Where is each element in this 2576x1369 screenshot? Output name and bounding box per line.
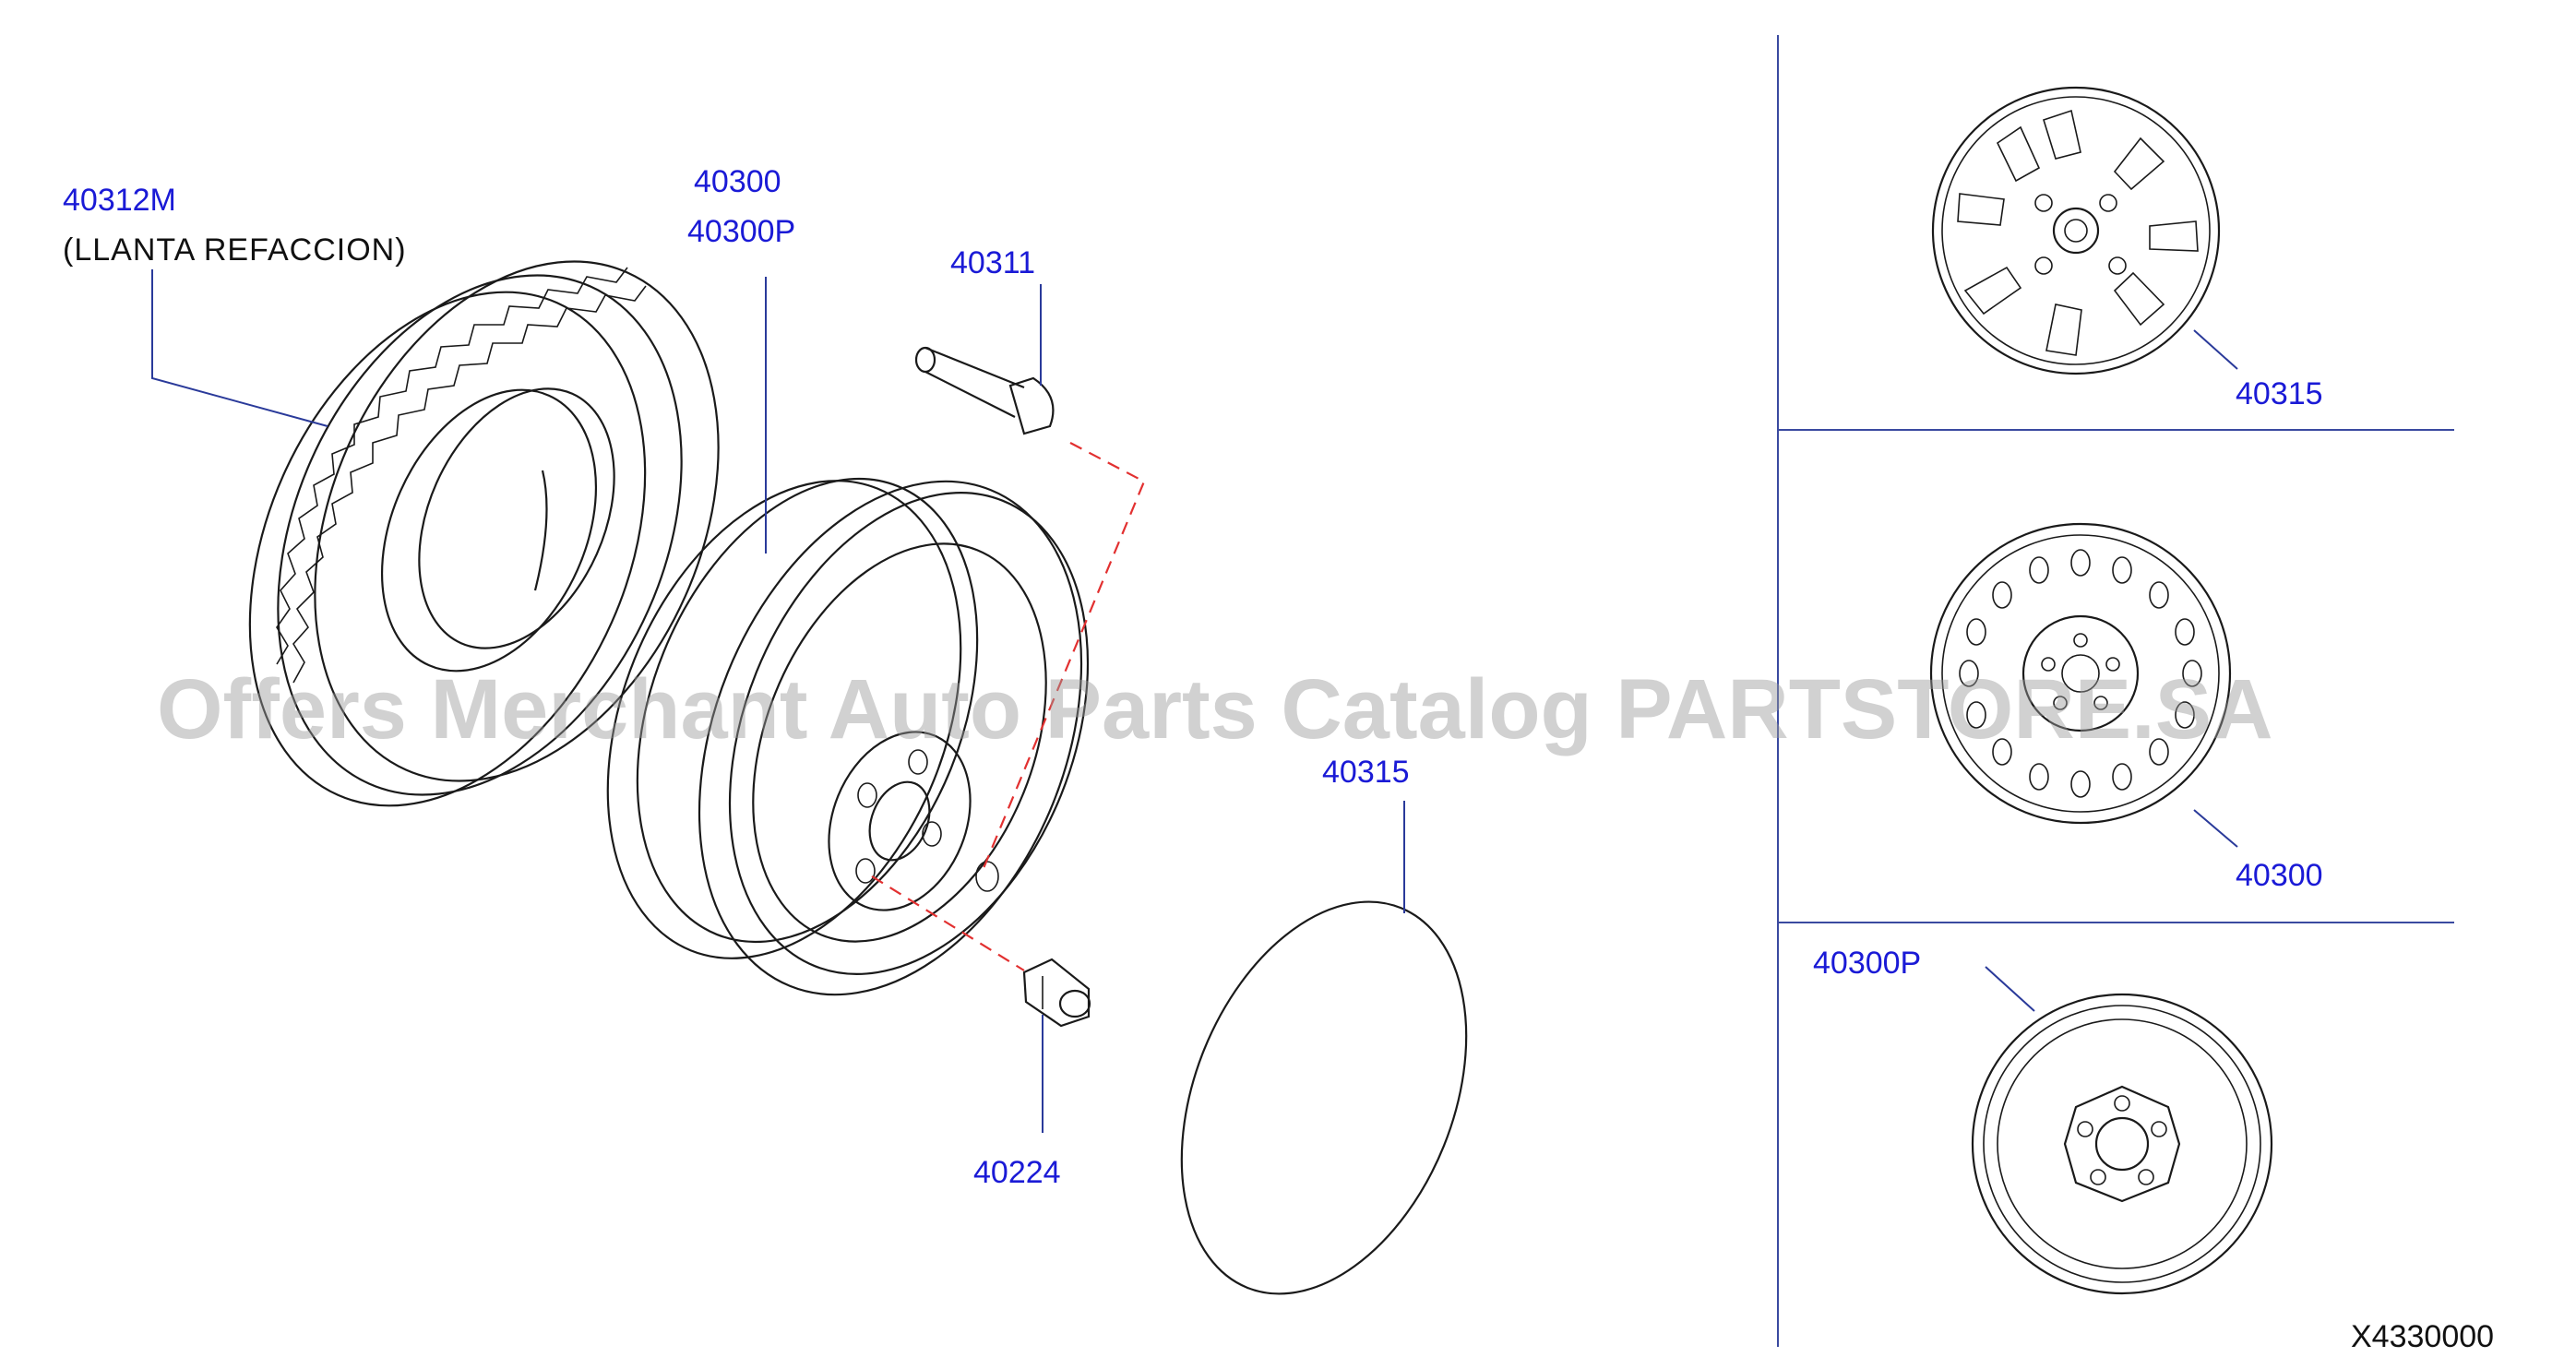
diagram-code: X4330000 [2351,1319,2494,1354]
label-cover-code[interactable]: 40315 [1322,755,1410,790]
spare-tire-drawing[interactable] [173,197,796,868]
leader-lines [151,269,2238,1133]
panel-dividers [1777,35,2454,1347]
valve-drawing[interactable] [914,346,1055,435]
label-spare-tire-desc: (LLANTA REFACCION) [63,232,407,268]
label-valve-code[interactable]: 40311 [950,245,1035,280]
label-spare-tire-code[interactable]: 40312M [63,183,176,218]
wheel-nut-drawing[interactable] [1022,958,1091,1028]
label-nut-code[interactable]: 40224 [973,1155,1061,1190]
panel-cover-thumbnail[interactable] [1931,86,2221,375]
assembly-dashed-lines [871,442,1146,971]
label-panel-spare-code[interactable]: 40300P [1813,946,1921,981]
label-wheel-code-p[interactable]: 40300P [687,214,795,249]
label-panel-steel-code[interactable]: 40300 [2236,858,2323,893]
steel-wheel-drawing[interactable] [542,424,1155,1052]
label-panel-cover-code[interactable]: 40315 [2236,376,2323,411]
watermark-text: Offers Merchant Auto Parts Catalog PARTS… [157,662,2273,756]
panel-steel-wheel-thumbnail[interactable] [1929,522,2232,825]
label-wheel-code[interactable]: 40300 [694,164,781,199]
wheel-cover-drawing[interactable] [1127,860,1521,1337]
panel-spare-wheel-thumbnail[interactable] [1971,993,2273,1295]
